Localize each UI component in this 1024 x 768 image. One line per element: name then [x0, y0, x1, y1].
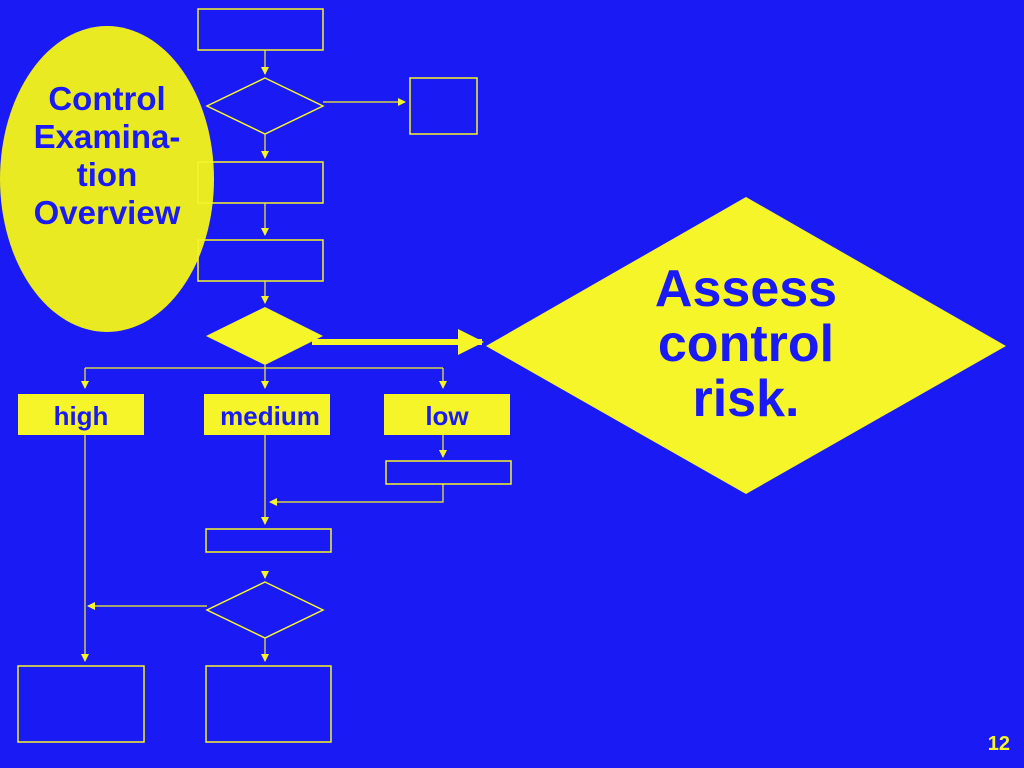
assess-line: risk. — [692, 370, 800, 428]
low-label: low — [425, 401, 469, 431]
bottom-box-left — [17, 665, 145, 743]
decision-diamond-active — [206, 307, 323, 365]
title-ellipse — [0, 26, 214, 332]
decision-diamond-3 — [205, 581, 325, 639]
decision-diamond-1 — [205, 77, 325, 135]
high-label: high — [53, 401, 109, 431]
medium-box — [204, 394, 330, 435]
title-label: Control Examina- tion Overview — [0, 80, 214, 232]
medium-label: medium — [220, 401, 320, 431]
title-line: Overview — [33, 194, 181, 231]
assess-label: Assess control risk. — [596, 262, 896, 427]
top-box — [197, 8, 324, 51]
assess-line: Assess — [654, 260, 838, 318]
high-box — [18, 394, 144, 435]
side-box — [409, 77, 478, 135]
merge-box — [205, 528, 332, 553]
title-line: Examina- — [33, 118, 181, 155]
process-box-2 — [197, 161, 324, 204]
assess-diamond — [486, 197, 1006, 494]
low-process-box — [385, 460, 512, 485]
slide-number: 12 — [987, 733, 1010, 755]
process-box-3 — [197, 239, 324, 282]
bottom-box-right — [205, 665, 332, 743]
low-box — [384, 394, 510, 435]
title-line: tion — [76, 156, 138, 193]
title-line: Control — [48, 80, 166, 117]
connector-arrow — [269, 484, 444, 506]
assess-line: control — [657, 315, 835, 373]
